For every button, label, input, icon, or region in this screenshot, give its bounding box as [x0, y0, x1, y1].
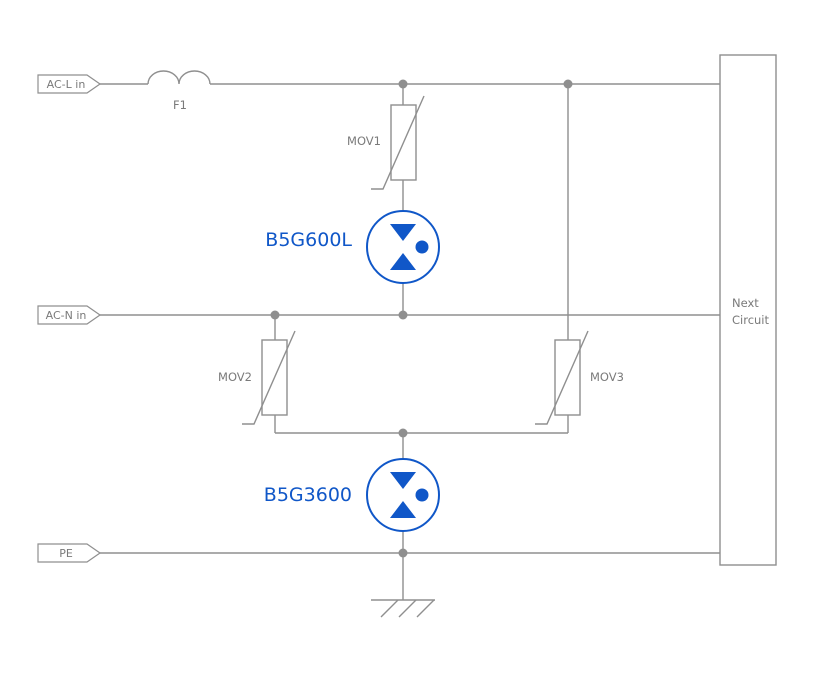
earth-ground-icon — [371, 599, 435, 618]
gdt1-label: B5G600L — [265, 229, 352, 251]
gdt1-triangle-down-icon — [390, 224, 416, 241]
junction-dot — [563, 79, 573, 89]
gdt-b5g600l: B5G600L — [265, 210, 440, 284]
next-circuit-block: Next Circuit — [719, 54, 777, 566]
ground-hatches — [380, 599, 435, 618]
junction-dot — [398, 79, 408, 89]
terminal-ac-n-label: AC-N in — [46, 309, 87, 322]
fuse-symbol — [147, 70, 211, 85]
junction-dot — [270, 310, 280, 320]
junction-dot — [398, 310, 408, 320]
mov2-label: MOV2 — [218, 370, 252, 384]
fuse-f1: F1 — [147, 70, 211, 112]
junction-dots — [270, 79, 573, 558]
gdt2-dot-icon — [415, 488, 429, 502]
gdt2-triangle-up-icon — [390, 501, 416, 518]
gdt-b5g3600: B5G3600 — [264, 458, 440, 532]
gdt2-ring — [366, 458, 440, 532]
varistor-mov3: MOV3 — [535, 330, 624, 425]
terminal-ac-n: AC-N in — [37, 305, 102, 325]
mov3-label: MOV3 — [590, 370, 624, 384]
terminal-tag-shape — [37, 74, 102, 94]
junction-dot — [398, 428, 408, 438]
varistor-mov2: MOV2 — [218, 330, 296, 425]
mov1-label: MOV1 — [347, 134, 381, 148]
gdt2-triangle-down-icon — [390, 472, 416, 489]
junction-dot — [398, 548, 408, 558]
gdt1-triangle-up-icon — [390, 253, 416, 270]
fuse-f1-label: F1 — [173, 98, 187, 112]
terminal-pe-label: PE — [59, 547, 73, 560]
mov2-strike — [242, 330, 296, 425]
gdt1-dot-icon — [415, 240, 429, 254]
next-circuit-label-line2: Circuit — [732, 313, 770, 327]
varistor-mov1: MOV1 — [347, 95, 425, 190]
gdt1-ring — [366, 210, 440, 284]
gdt2-label: B5G3600 — [264, 484, 352, 506]
mov1-strike — [371, 95, 425, 190]
next-circuit-label-line1: Next — [732, 296, 759, 310]
terminal-pe: PE — [37, 543, 102, 563]
terminal-tag-shape — [37, 305, 102, 325]
terminal-ac-l: AC-L in — [37, 74, 102, 94]
mov3-strike — [535, 330, 589, 425]
terminal-tag-shape — [37, 543, 102, 563]
terminal-ac-l-label: AC-L in — [47, 78, 86, 91]
next-circuit-box — [719, 54, 777, 566]
